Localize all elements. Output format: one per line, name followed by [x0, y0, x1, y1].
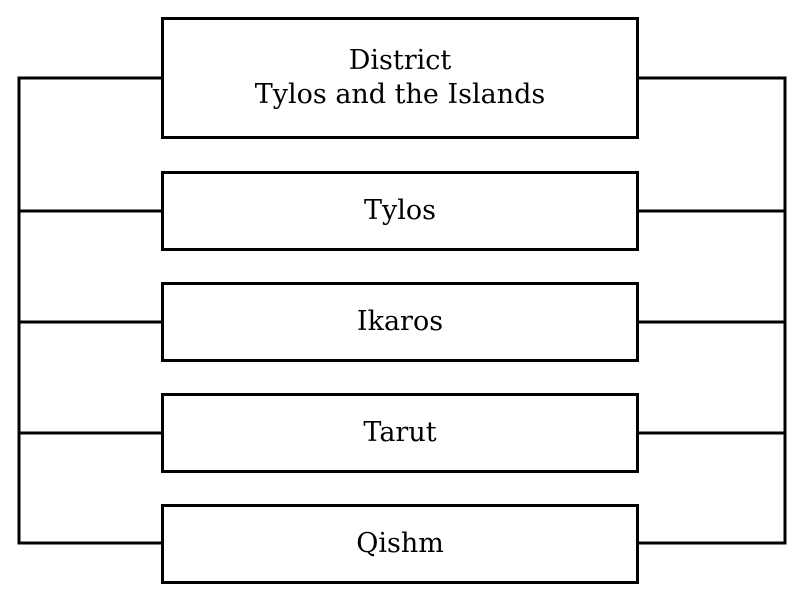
left-bracket-line	[17, 76, 161, 545]
node-label: Tarut	[363, 417, 437, 449]
right-bracket-line	[639, 76, 787, 545]
node-box-ikaros: Ikaros	[161, 282, 639, 362]
district-label: District	[348, 45, 452, 77]
district-name: Tylos and the Islands	[254, 79, 546, 110]
district-header-box: District Tylos and the Islands	[161, 17, 639, 139]
node-box-qishm: Qishm	[161, 504, 639, 584]
node-label: Qishm	[356, 528, 444, 560]
node-box-tylos: Tylos	[161, 171, 639, 251]
node-box-tarut: Tarut	[161, 393, 639, 473]
node-label: Tylos	[363, 195, 436, 227]
node-label: Ikaros	[356, 306, 444, 338]
